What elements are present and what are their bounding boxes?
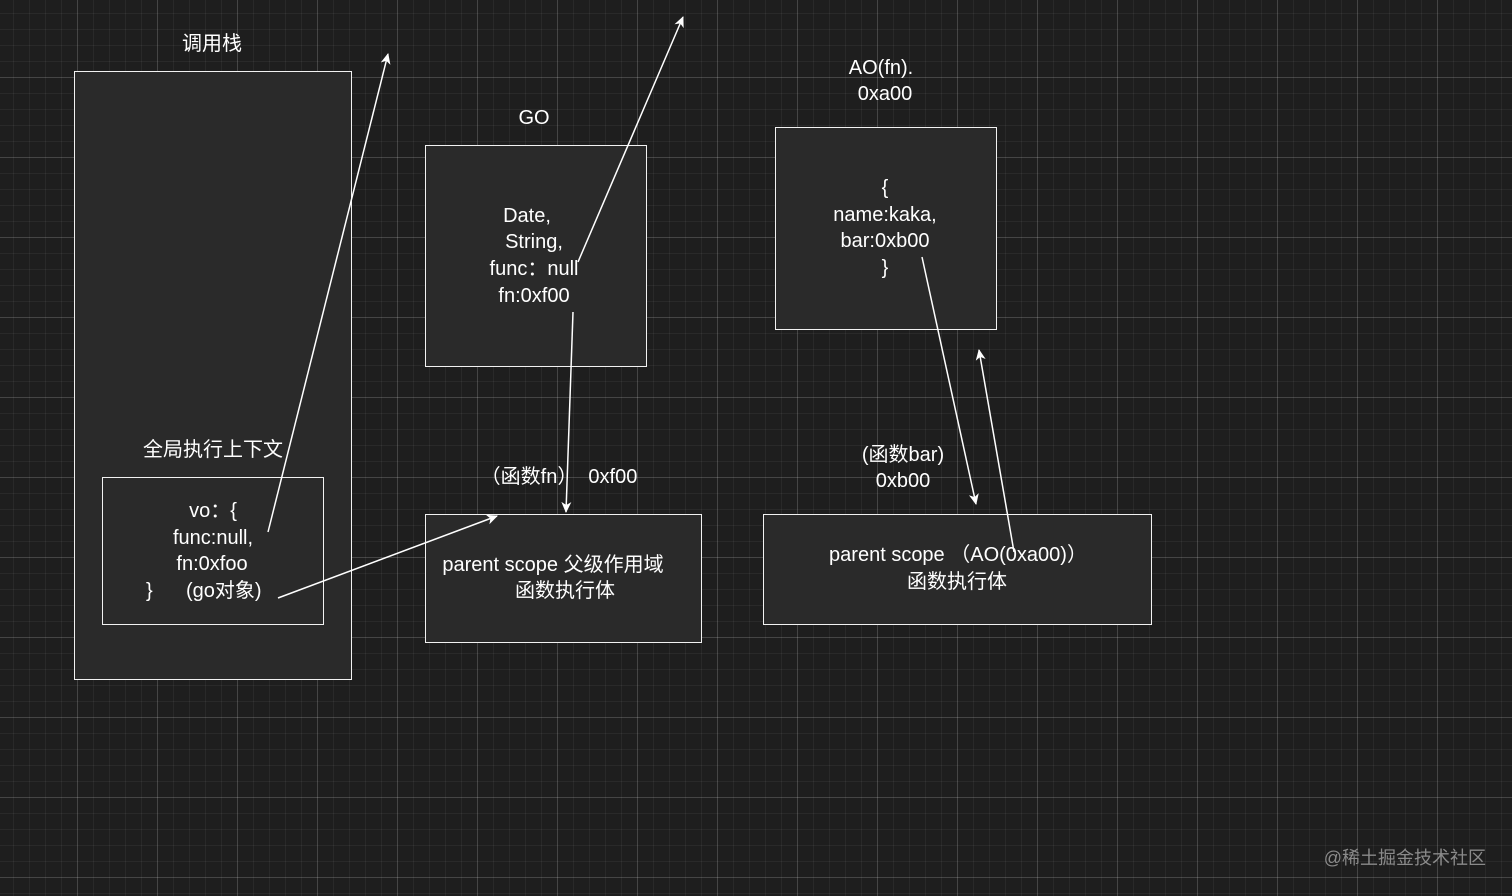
go-line-1: Date, [503, 205, 551, 227]
fn-object-line-2: 函数执行体 [515, 580, 615, 602]
go-line-3: func：null [489, 258, 579, 280]
bar-object-label-line-1: (函数bar) [861, 444, 945, 466]
bar-object-line-2: 函数执行体 [907, 571, 1007, 593]
vo-line-1: vo：{ [189, 500, 237, 522]
bar-object-line-1: parent scope （AO(0xa00)） [829, 544, 1087, 566]
go-title: GO [518, 107, 550, 129]
watermark: @稀土掘金技术社区 [1323, 848, 1486, 868]
go-line-4: fn:0xf00 [498, 285, 570, 307]
vo-line-4: } (go对象) [146, 580, 262, 602]
fn-object-line-1: parent scope 父级作用域 [442, 554, 664, 576]
ao-fn-line-3: bar:0xb00 [840, 230, 930, 252]
ao-fn-line-2: name:kaka, [833, 204, 937, 226]
ao-fn-line-4: } [881, 257, 889, 279]
vo-line-3: fn:0xfoo [176, 553, 248, 575]
call-stack-title: 调用栈 [182, 33, 242, 55]
fn-object-label: （函数fn） 0xf00 [480, 466, 638, 488]
go-line-2: String, [505, 231, 563, 253]
ao-fn-title-line-1: AO(fn). [848, 57, 914, 79]
vo-line-2: func:null, [172, 527, 254, 549]
bar-object-label-line-2: 0xb00 [875, 470, 931, 492]
global-context-label: 全局执行上下文 [143, 439, 283, 461]
ao-fn-title-line-2: 0xa00 [857, 83, 913, 105]
bar-object-box [763, 514, 1152, 625]
ao-fn-line-1: { [881, 177, 889, 199]
